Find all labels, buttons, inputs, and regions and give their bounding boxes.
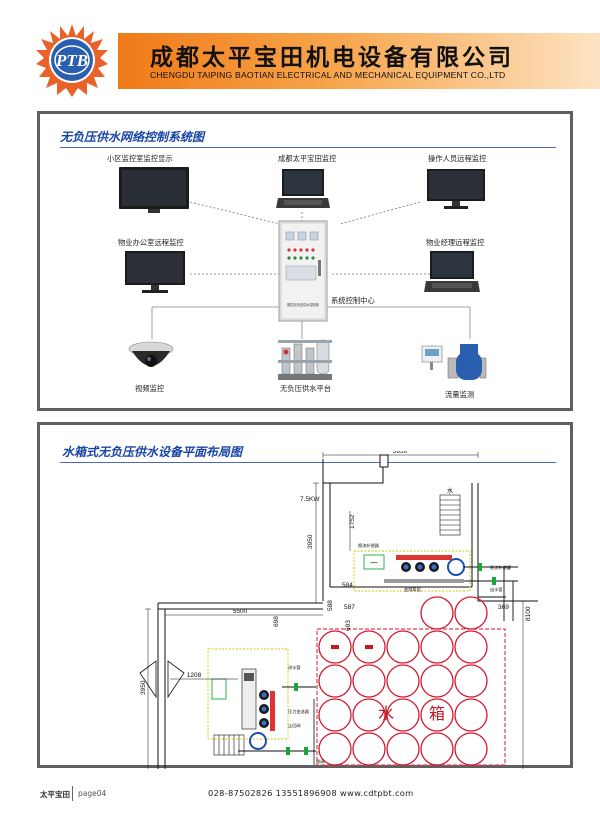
dim-1752: 1752 — [349, 514, 356, 529]
note-transmitter: 压力变送器 — [288, 708, 310, 715]
title-divider — [60, 462, 556, 463]
footer-contact: 028-87502826 13551896908 www.cdtpbt.com — [208, 788, 414, 798]
dim-8100: 8100 — [525, 606, 532, 621]
company-name-en: CHENGDU TAIPING BAOTIAN ELECTRICAL AND M… — [150, 70, 506, 80]
stair-char: 水 — [447, 487, 453, 495]
label-community-monitor: 小区监控室监控显示 — [107, 154, 173, 163]
note-outlet: 出水管 — [490, 586, 503, 593]
footer-brand: 太平宝田 — [40, 790, 70, 799]
note-check-valve: 止回阀 — [288, 722, 301, 729]
label-property-office: 物业办公室远程监控 — [118, 238, 184, 247]
dim-369: 369 — [498, 604, 509, 611]
header-bar — [118, 33, 600, 89]
svg-text:—: — — [370, 558, 378, 567]
footer-page: page04 — [78, 789, 107, 798]
dim-3950-side: 3950 — [140, 680, 147, 695]
dim-698: 698 — [273, 616, 280, 627]
flow-meter-icon — [421, 344, 487, 380]
tank-char-1: 水 — [378, 704, 394, 723]
dim-693: 693 — [345, 620, 352, 631]
cabinet-text: 数控无负压供水控制柜 — [287, 302, 320, 307]
title-divider — [60, 147, 556, 148]
note-inlet: 进水管 — [288, 664, 301, 671]
label-property-manager: 物业经理远程监控 — [426, 238, 485, 247]
monitor-icon — [427, 169, 485, 209]
floor-plan: 水 — — [139, 451, 538, 769]
dim-motor: 7.5KW — [300, 496, 320, 503]
dim-5500: 5500 — [233, 608, 248, 615]
dim-587: 587 — [344, 604, 355, 611]
label-video: 视频监控 — [135, 384, 165, 393]
note-compensator: 稳流补偿器 — [358, 542, 380, 549]
pump-platform-icon — [278, 339, 332, 380]
dim-3950-left: 3950 — [307, 534, 314, 549]
footer: 太平宝田 page04 028-87502826 13551896908 www… — [0, 782, 600, 820]
label-flow: 流量监测 — [445, 390, 475, 399]
note-pumps: 变频泵组 — [404, 586, 421, 593]
tank-char-2: 箱 — [429, 704, 445, 723]
dim-584: 584 — [342, 582, 353, 589]
note-gate-valve: 闸阀 — [316, 758, 324, 765]
company-name-cn: 成都太平宝田机电设备有限公司 — [150, 45, 514, 71]
monitor-icon — [119, 167, 189, 213]
monitor-icon — [125, 251, 185, 293]
company-logo: PTB — [34, 22, 110, 98]
control-cabinet-icon: 数控无负压供水控制柜 — [278, 220, 328, 322]
layout-panel: 水箱式无负压供水设备平面布局图 水 — [37, 422, 573, 769]
network-title: 无负压供水网络控制系统图 — [60, 130, 205, 144]
footer-divider — [72, 786, 73, 801]
dim-588: 588 — [327, 600, 334, 611]
network-panel: 无负压供水网络控制系统图 小区监控室监控显示 成都太平宝田监控 操作人员远程监 — [37, 111, 573, 411]
label-baotian-monitor: 成都太平宝田监控 — [278, 154, 337, 163]
camera-icon — [128, 341, 174, 367]
label-operator-remote: 操作人员远程监控 — [428, 154, 487, 163]
dim-top-width: 3950 — [393, 451, 408, 455]
label-platform: 无负压供水平台 — [280, 384, 332, 393]
dim-1208: 1208 — [187, 672, 202, 679]
logo-text: PTB — [55, 51, 88, 70]
note-tank: 稳流补偿罐 — [490, 564, 512, 571]
laptop-icon — [424, 251, 480, 292]
layout-title: 水箱式无负压供水设备平面布局图 — [62, 445, 243, 459]
label-control-center: 系统控制中心 — [331, 296, 375, 305]
laptop-icon — [276, 169, 330, 208]
